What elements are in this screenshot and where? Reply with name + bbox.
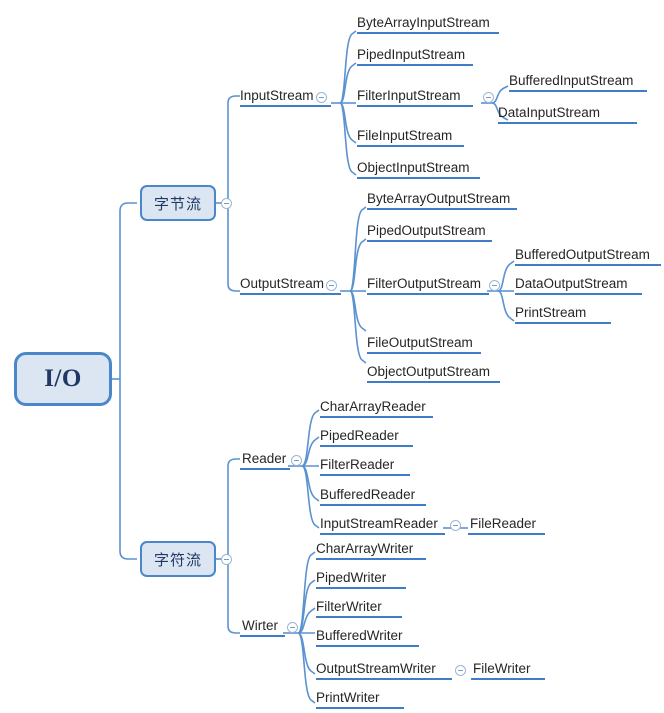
node-printstream[interactable]: PrintStream <box>515 305 611 325</box>
node-label: FilterInputStream <box>357 88 461 103</box>
node-printwriter[interactable]: PrintWriter <box>316 690 404 710</box>
node-pipedreader[interactable]: PipedReader <box>320 428 413 448</box>
node-label: FileWriter <box>473 661 531 676</box>
node-outputstream[interactable]: OutputStream <box>240 276 341 296</box>
node-label: InputStream <box>240 88 314 103</box>
node-objectinputstream[interactable]: ObjectInputStream <box>357 160 480 180</box>
node-fileoutputstream[interactable]: FileOutputStream <box>367 335 481 355</box>
node-label: DataInputStream <box>498 105 601 120</box>
root-label: I/O <box>44 365 82 392</box>
node-label: OutputStreamWriter <box>316 661 436 676</box>
collapse-minus-icon-outputstreamwriter[interactable] <box>455 665 466 676</box>
node-filewriter[interactable]: FileWriter <box>471 661 545 681</box>
branch-node-char-stream[interactable]: 字符流 <box>140 541 216 577</box>
root-node-io[interactable]: I/O <box>14 352 112 406</box>
node-label: FileInputStream <box>357 128 453 143</box>
node-label: Reader <box>242 451 287 466</box>
node-bytearrayoutputstream[interactable]: ByteArrayOutputStream <box>367 191 517 211</box>
node-label: FileReader <box>470 516 537 531</box>
node-objectoutputstream[interactable]: ObjectOutputStream <box>367 364 500 384</box>
node-pipedoutputstream[interactable]: PipedOutputStream <box>367 223 492 243</box>
node-filereader[interactable]: FileReader <box>468 516 545 536</box>
node-fileinputstream[interactable]: FileInputStream <box>357 128 464 148</box>
collapse-minus-icon-filterinputstream[interactable] <box>483 92 494 103</box>
node-label: FilterOutputStream <box>367 276 482 291</box>
node-bytearrayinputstream[interactable]: ByteArrayInputStream <box>357 15 499 35</box>
node-label: ObjectInputStream <box>357 160 470 175</box>
node-label: ByteArrayOutputStream <box>367 191 511 206</box>
node-label: Wirter <box>242 618 278 633</box>
node-label: BufferedInputStream <box>509 73 634 88</box>
node-bufferedoutputstream[interactable]: BufferedOutputStream <box>515 247 661 267</box>
collapse-minus-icon-inputstream[interactable] <box>316 92 327 103</box>
node-label: CharArrayReader <box>320 399 426 414</box>
collapse-minus-icon-writer[interactable] <box>287 622 298 633</box>
node-label: CharArrayWriter <box>316 541 414 556</box>
collapse-minus-icon-outputstream[interactable] <box>326 280 337 291</box>
collapse-minus-icon-filteroutputstream[interactable] <box>489 280 500 291</box>
node-bufferedinputstream[interactable]: BufferedInputStream <box>509 73 647 93</box>
branch-label: 字节流 <box>153 194 202 213</box>
node-bufferedwriter[interactable]: BufferedWriter <box>316 628 419 648</box>
node-writer[interactable]: Wirter <box>240 618 285 638</box>
node-label: DataOutputStream <box>515 276 628 291</box>
node-filteroutputstream[interactable]: FilterOutputStream <box>367 276 489 296</box>
node-label: FilterReader <box>320 457 395 472</box>
node-label: ByteArrayInputStream <box>357 15 490 30</box>
node-label: FilterWriter <box>316 599 382 614</box>
node-inputstream[interactable]: InputStream <box>240 88 331 108</box>
node-bufferedreader[interactable]: BufferedReader <box>320 487 426 507</box>
branch-node-byte-stream[interactable]: 字节流 <box>140 185 216 221</box>
node-label: FileOutputStream <box>367 335 473 350</box>
node-datainputstream[interactable]: DataInputStream <box>498 105 637 125</box>
node-label: PipedOutputStream <box>367 223 486 238</box>
node-label: OutputStream <box>240 276 325 291</box>
node-label: PrintWriter <box>316 690 380 705</box>
node-filterinputstream[interactable]: FilterInputStream <box>357 88 473 108</box>
node-pipedinputstream[interactable]: PipedInputStream <box>357 47 473 67</box>
node-reader[interactable]: Reader <box>240 451 290 471</box>
node-label: ObjectOutputStream <box>367 364 491 379</box>
node-chararraywriter[interactable]: CharArrayWriter <box>316 541 426 561</box>
node-label: PrintStream <box>515 305 587 320</box>
node-label: BufferedWriter <box>316 628 403 643</box>
node-label: PipedInputStream <box>357 47 466 62</box>
collapse-minus-icon-inputstreamreader[interactable] <box>450 520 461 531</box>
node-pipedwriter[interactable]: PipedWriter <box>316 570 406 590</box>
node-label: InputStreamReader <box>320 516 438 531</box>
branch-label: 字符流 <box>153 550 202 569</box>
node-label: PipedReader <box>320 428 399 443</box>
node-label: BufferedReader <box>320 487 416 502</box>
node-label: PipedWriter <box>316 570 387 585</box>
node-label: BufferedOutputStream <box>515 247 650 262</box>
collapse-minus-icon-char-stream[interactable] <box>221 554 232 565</box>
node-chararrayreader[interactable]: CharArrayReader <box>320 399 433 419</box>
collapse-minus-icon-reader[interactable] <box>291 455 302 466</box>
node-filterwriter[interactable]: FilterWriter <box>316 599 402 619</box>
node-filterreader[interactable]: FilterReader <box>320 457 410 477</box>
node-dataoutputstream[interactable]: DataOutputStream <box>515 276 642 296</box>
node-outputstreamwriter[interactable]: OutputStreamWriter <box>316 661 452 681</box>
node-inputstreamreader[interactable]: InputStreamReader <box>320 516 445 536</box>
collapse-minus-icon-byte-stream[interactable] <box>221 198 232 209</box>
